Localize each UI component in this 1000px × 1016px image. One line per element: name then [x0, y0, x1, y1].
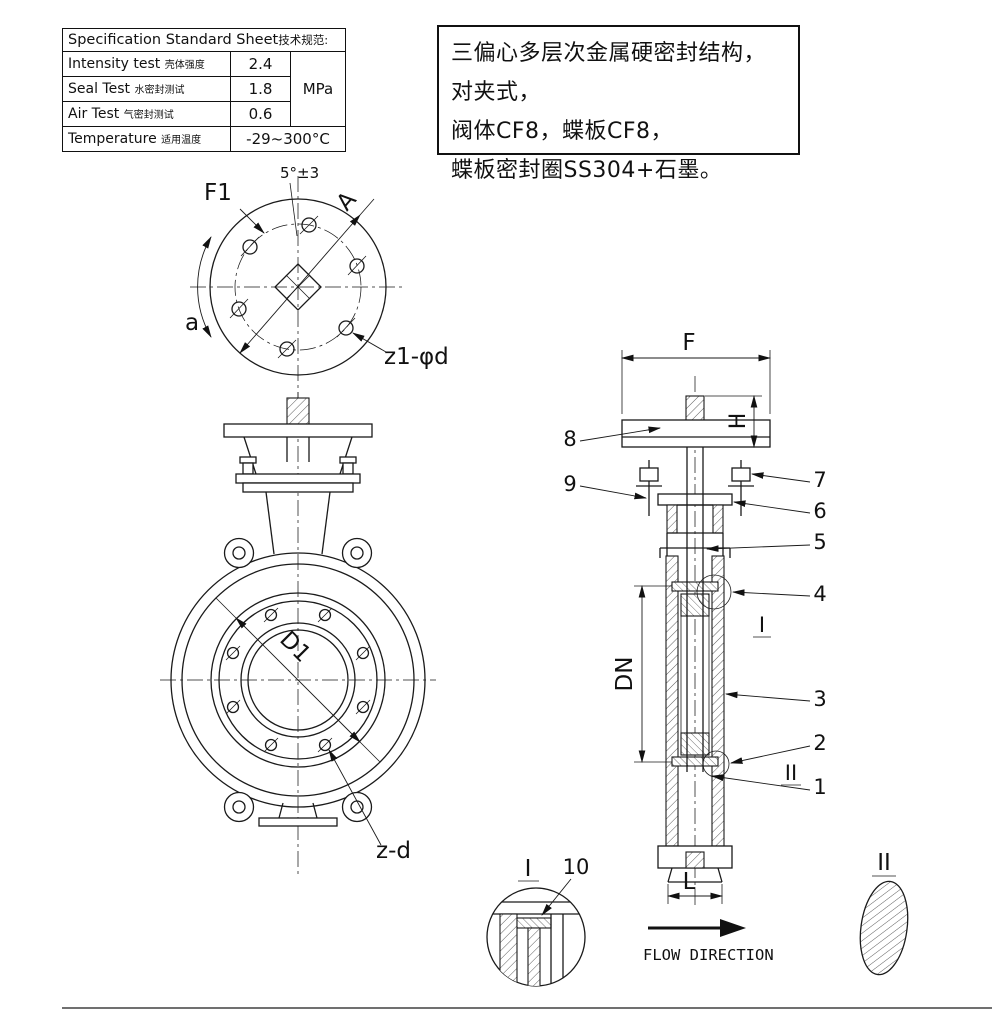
detail-i-view: I 10	[486, 855, 590, 987]
part-8-label: 8	[563, 427, 576, 451]
dim-a-arc-label: a	[185, 310, 199, 336]
flange-face-view: A F1 5°±3 a z1-φd	[185, 164, 449, 400]
dim-f-label: F	[682, 330, 695, 356]
part-9-label: 9	[563, 472, 576, 496]
detail-ii-ref-label: II	[785, 761, 797, 785]
seal-test-label: Seal Test 水密封测试	[62, 76, 231, 102]
notes-box: 三偏心多层次金属硬密封结构，对夹式， 阀体CF8，蝶板CF8， 蝶板密封圈SS3…	[437, 25, 800, 183]
part-7-label: 7	[813, 468, 826, 492]
spec-table-title: Specification Standard Sheet技术规范:	[62, 28, 346, 52]
disc-hub-top	[680, 593, 710, 617]
air-test-value: 0.6	[230, 101, 291, 127]
body-bolt-callout: z-d	[376, 838, 411, 864]
flange-bolt-callout: z1-φd	[384, 344, 449, 370]
spec-title-en: Specification Standard Sheet	[68, 32, 279, 48]
body-lugs	[223, 537, 373, 823]
seat-ring-bottom	[671, 756, 719, 767]
detail-ii-title: II	[877, 850, 891, 876]
detail-ii-view: II	[859, 850, 909, 976]
mounting-plate-section	[621, 419, 771, 448]
body-front-view: D1 z-d	[160, 392, 436, 874]
dim-h-label: H	[726, 413, 751, 430]
temperature-value: -29~300°C	[230, 126, 346, 152]
detail-i-title: I	[525, 856, 532, 882]
seat-ring-top	[671, 581, 719, 592]
note-line-3: 蝶板密封圈SS304+石墨。	[451, 158, 723, 183]
flow-direction-label: FLOW DIRECTION	[643, 946, 774, 964]
dim-angle-label: 5°±3	[280, 164, 319, 182]
detail-i-ref-label: I	[759, 613, 765, 637]
gland-plate	[657, 493, 733, 506]
seal-test-value: 1.8	[230, 76, 291, 102]
intensity-test-label: Intensity test 壳体强度	[62, 51, 231, 77]
part-1-label: 1	[813, 775, 826, 799]
pressure-unit: MPa	[290, 51, 346, 127]
note-line-1: 三偏心多层次金属硬密封结构，对夹式，	[451, 41, 767, 105]
dim-l-label: L	[683, 869, 696, 895]
actuator-mounting-stack	[223, 397, 373, 555]
spec-table: Specification Standard Sheet技术规范: Intens…	[62, 28, 346, 152]
table-row: Intensity test 壳体强度 2.4 MPa	[62, 51, 346, 127]
section-view: F H	[563, 330, 826, 964]
flow-direction: FLOW DIRECTION	[643, 919, 774, 964]
stem-end-section	[685, 395, 705, 423]
top-plate-front	[223, 423, 373, 438]
body-wall-left	[665, 555, 679, 847]
note-line-2: 阀体CF8，蝶板CF8，	[451, 119, 674, 144]
body-foot-front	[258, 802, 338, 827]
temperature-label: Temperature 适用温度	[62, 126, 231, 152]
part-6-label: 6	[813, 499, 826, 523]
part-3-label: 3	[813, 687, 826, 711]
table-row: Seal Test 水密封测试 1.8	[62, 76, 346, 102]
dim-f1-label: F1	[204, 180, 232, 206]
detail-i-marker	[696, 574, 732, 610]
table-row: Temperature 适用温度 -29~300°C	[62, 126, 346, 152]
stem-end-front	[286, 397, 310, 425]
part-4-label: 4	[813, 582, 826, 606]
dim-a-label: A	[332, 187, 362, 216]
body-outer-circle	[170, 552, 426, 808]
spec-title-cn: 技术规范:	[278, 33, 329, 47]
part-5-label: 5	[813, 530, 826, 554]
intensity-test-value: 2.4	[230, 51, 291, 77]
air-test-label: Air Test 气密封测试	[62, 101, 231, 127]
dim-dn-label: DN	[612, 657, 638, 692]
body-wall-right	[711, 555, 725, 847]
flange-bolt-circle	[234, 223, 362, 351]
part-callouts: 8 9 7 6 5 4 3 2 1	[563, 426, 827, 799]
disc-hub-bottom	[680, 732, 710, 756]
part-10-label: 10	[563, 855, 590, 879]
part-2-label: 2	[813, 731, 826, 755]
flow-arrow-icon	[720, 919, 746, 937]
